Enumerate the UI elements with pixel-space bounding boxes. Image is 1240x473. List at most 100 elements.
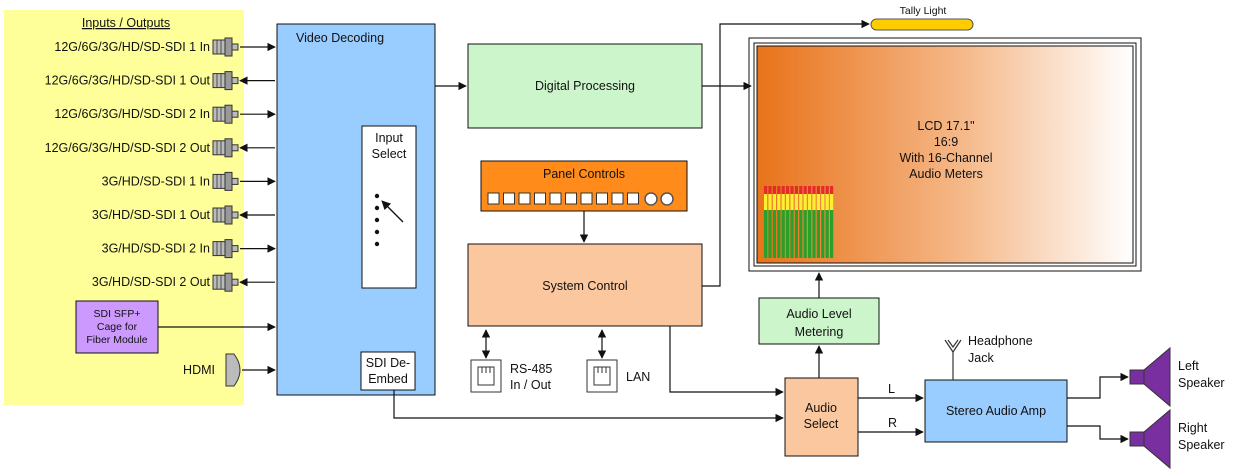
meter-green <box>812 210 816 258</box>
meter-yellow <box>794 194 798 210</box>
channel-right-label: R <box>888 416 897 430</box>
io-port-label: 3G/HD/SD-SDI 2 Out <box>92 275 211 289</box>
audio-level-metering-block: Audio Level Metering <box>758 297 880 345</box>
io-port-label: 3G/HD/SD-SDI 1 Out <box>92 208 211 222</box>
sfp-line-1: SDI SFP+ <box>94 308 141 320</box>
headphone-line-1: Headphone <box>968 334 1033 348</box>
meter-red <box>764 186 768 194</box>
panel-button <box>627 192 639 205</box>
digital-processing-block: Digital Processing <box>467 43 703 129</box>
sfp-line-3: Fiber Module <box>86 334 147 346</box>
meter-green <box>772 210 776 258</box>
panel-button <box>534 192 546 205</box>
sfp-line-2: Cage for <box>97 321 138 333</box>
lcd-line-1: LCD 17.1" <box>917 119 974 133</box>
de-embed-line-1: SDI De- <box>366 356 410 370</box>
io-panel-title: Inputs / Outputs <box>82 16 170 30</box>
io-port-7: 3G/HD/SD-SDI 2 In <box>102 239 276 259</box>
io-port-3: 12G/6G/3G/HD/SD-SDI 2 In <box>54 104 276 124</box>
meter-yellow <box>825 194 829 210</box>
system-control-block: System Control <box>467 243 703 327</box>
connections <box>158 19 1129 444</box>
meter-red <box>790 186 794 194</box>
input-select-line-2: Select <box>372 147 407 161</box>
meter-green <box>799 210 803 258</box>
meter-green <box>830 210 834 258</box>
meter-red <box>825 186 829 194</box>
meter-yellow <box>781 194 785 210</box>
io-port-label: 12G/6G/3G/HD/SD-SDI 2 Out <box>45 141 211 155</box>
meter-red <box>794 186 798 194</box>
io-port-label: 12G/6G/3G/HD/SD-SDI 1 In <box>54 40 210 54</box>
meter-red <box>777 186 781 194</box>
lan-port: LAN <box>586 359 650 393</box>
panel-button <box>580 192 593 205</box>
audio-select-line-1: Audio <box>805 401 837 415</box>
sdi-de-embed: SDI De- Embed <box>360 351 416 391</box>
audio-select-block: Audio Select <box>784 377 859 457</box>
meter-yellow <box>799 194 803 210</box>
meter-green <box>790 210 794 258</box>
lcd-line-3: With 16-Channel <box>899 151 992 165</box>
meter-yellow <box>812 194 816 210</box>
io-port-1: 12G/6G/3G/HD/SD-SDI 1 In <box>54 37 276 57</box>
right-speaker-line-1: Right <box>1178 421 1208 435</box>
rs485-line-1: RS-485 <box>510 362 552 376</box>
io-panel: Inputs / Outputs 12G/6G/3G/HD/SD-SDI 1 I… <box>4 10 276 405</box>
lcd-line-2: 16:9 <box>934 135 958 149</box>
meter-yellow <box>764 194 768 210</box>
input-select-line-1: Input <box>375 131 403 145</box>
meter-green <box>768 210 772 258</box>
left-speaker-line-1: Left <box>1178 359 1199 373</box>
io-port-2: 12G/6G/3G/HD/SD-SDI 1 Out <box>45 71 275 91</box>
right-speaker-line-2: Speaker <box>1178 438 1225 452</box>
sfp-cage: SDI SFP+ Cage for Fiber Module <box>75 300 159 354</box>
panel-button <box>611 192 624 205</box>
meter-yellow <box>803 194 807 210</box>
meter-yellow <box>790 194 794 210</box>
panel-button <box>549 192 562 205</box>
meter-red <box>812 186 816 194</box>
meter-green <box>777 210 781 258</box>
audio-select-line-2: Select <box>804 417 839 431</box>
meter-green <box>781 210 785 258</box>
channel-left-label: L <box>888 382 895 396</box>
io-port-6: 3G/HD/SD-SDI 1 Out <box>92 205 275 225</box>
meter-yellow <box>777 194 781 210</box>
meter-green <box>825 210 829 258</box>
meter-red <box>772 186 776 194</box>
audio-meters <box>764 186 834 258</box>
io-port-8: 3G/HD/SD-SDI 2 Out <box>92 272 275 292</box>
meter-red <box>816 186 820 194</box>
panel-button <box>565 192 577 205</box>
meter-green <box>786 210 790 258</box>
io-port-label: 12G/6G/3G/HD/SD-SDI 2 In <box>54 107 210 121</box>
meter-green <box>816 210 820 258</box>
meter-green <box>764 210 768 258</box>
panel-button <box>596 192 608 205</box>
meter-yellow <box>786 194 790 210</box>
hdmi-port: HDMI <box>183 353 241 387</box>
meter-red <box>803 186 807 194</box>
meter-yellow <box>808 194 812 210</box>
io-port-5: 3G/HD/SD-SDI 1 In <box>102 171 276 191</box>
meter-yellow <box>821 194 825 210</box>
digital-processing-label: Digital Processing <box>535 79 635 93</box>
system-control-label: System Control <box>542 279 627 293</box>
rs485-line-2: In / Out <box>510 378 552 392</box>
left-speaker: Left Speaker <box>1129 346 1225 408</box>
meter-yellow <box>830 194 834 210</box>
panel-button <box>503 192 515 205</box>
meter-green <box>808 210 812 258</box>
video-decoding-block: Video Decoding Input Select SDI De- Embe… <box>276 23 436 396</box>
meter-red <box>781 186 785 194</box>
panel-button <box>487 192 500 205</box>
video-decoding-title: Video Decoding <box>296 31 384 45</box>
meter-red <box>768 186 772 194</box>
stereo-audio-amp-block: Stereo Audio Amp <box>924 379 1068 443</box>
alm-line-1: Audio Level <box>786 307 851 321</box>
lcd-display: LCD 17.1" 16:9 With 16-Channel Audio Met… <box>748 37 1142 272</box>
right-speaker: Right Speaker <box>1129 408 1225 470</box>
meter-yellow <box>772 194 776 210</box>
